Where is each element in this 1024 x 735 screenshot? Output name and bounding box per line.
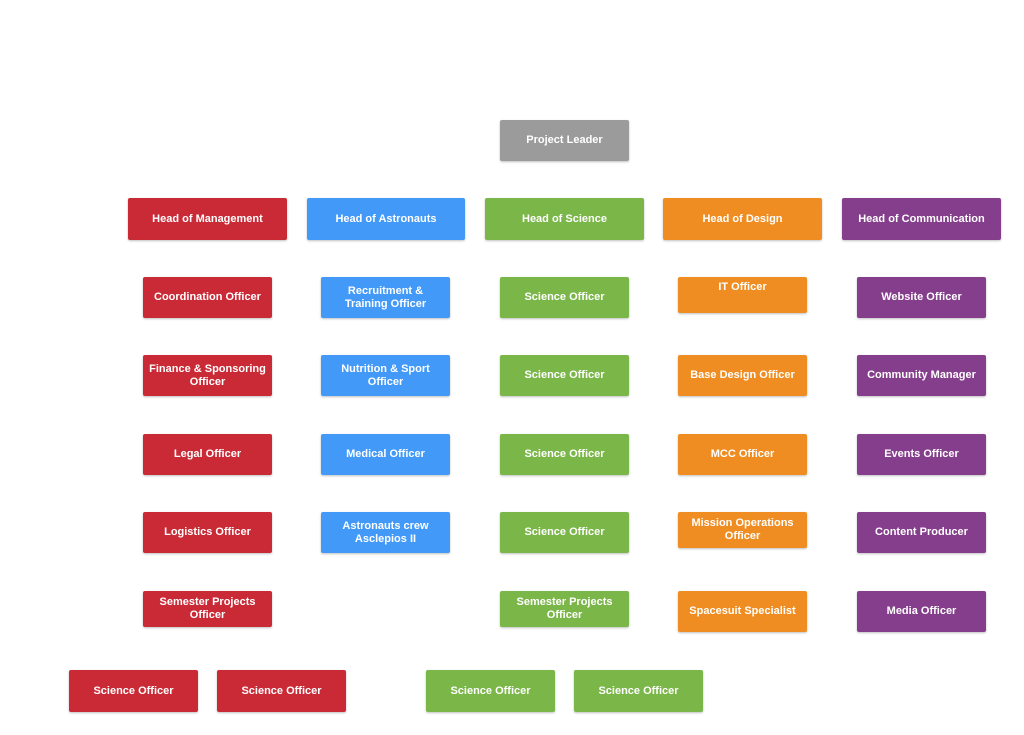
node-science-officer-3: Science Officer [500,434,629,475]
node-science-officer-1: Science Officer [500,277,629,318]
node-label: Events Officer [884,448,959,460]
node-science-officer-5: Science Officer [426,670,555,712]
node-head-of-management: Head of Management [128,198,287,240]
node-semester-projects-officer-management: Semester Projects Officer [143,591,272,627]
node-mcc-officer: MCC Officer [678,434,807,475]
node-label: Nutrition & Sport Officer [341,362,430,388]
node-label: Astronauts crew Asclepios II [342,519,429,545]
node-mission-operations-officer: Mission Operations Officer [678,512,807,548]
node-label: Mission Operations Officer [691,517,794,542]
node-medical-officer: Medical Officer [321,434,450,475]
node-label: Science Officer [524,526,605,538]
node-label: Content Producer [875,526,968,538]
node-science-officer-2: Science Officer [500,355,629,396]
node-science-officer-4: Science Officer [500,512,629,553]
node-label: Science Officer [524,448,605,460]
node-label: Head of Management [152,212,263,225]
node-head-of-communication: Head of Communication [842,198,1001,240]
node-legal-officer: Legal Officer [143,434,272,475]
node-label: Semester Projects Officer [516,596,613,621]
node-label: Science Officer [241,684,322,697]
node-head-of-astronauts: Head of Astronauts [307,198,465,240]
node-science-officer-management-2: Science Officer [217,670,346,712]
node-semester-projects-officer-science: Semester Projects Officer [500,591,629,627]
node-base-design-officer: Base Design Officer [678,355,807,396]
node-science-officer-6: Science Officer [574,670,703,712]
node-events-officer: Events Officer [857,434,986,475]
node-project-leader: Project Leader [500,120,629,161]
node-label: Project Leader [526,134,603,146]
node-logistics-officer: Logistics Officer [143,512,272,553]
node-community-manager: Community Manager [857,355,986,396]
node-label: Community Manager [867,369,976,381]
node-label: Recruitment & Training Officer [344,284,427,310]
node-label: Website Officer [881,291,962,303]
node-science-officer-management-1: Science Officer [69,670,198,712]
node-astronauts-crew: Astronauts crew Asclepios II [321,512,450,553]
node-label: Medical Officer [346,448,425,460]
node-head-of-design: Head of Design [663,198,822,240]
node-content-producer: Content Producer [857,512,986,553]
node-label: Media Officer [886,605,957,617]
node-head-of-science: Head of Science [485,198,644,240]
node-label: Semester Projects Officer [159,596,256,621]
node-media-officer: Media Officer [857,591,986,632]
node-label: Head of Science [522,212,607,225]
node-coordination-officer: Coordination Officer [143,277,272,318]
node-label: MCC Officer [710,448,775,460]
node-label: Science Officer [598,684,679,697]
node-label: Spacesuit Specialist [689,605,796,617]
node-it-officer: IT Officer [678,277,807,313]
node-nutrition-sport-officer: Nutrition & Sport Officer [321,355,450,396]
node-label: Head of Astronauts [335,212,437,225]
node-finance-sponsoring-officer: Finance & Sponsoring Officer [143,355,272,396]
node-label: Science Officer [524,291,605,303]
node-label: Coordination Officer [154,291,261,303]
node-label: Science Officer [450,684,531,697]
node-label: Base Design Officer [690,369,795,381]
node-label: Head of Design [702,212,783,225]
node-website-officer: Website Officer [857,277,986,318]
node-label: Logistics Officer [164,526,251,538]
node-spacesuit-specialist: Spacesuit Specialist [678,591,807,632]
node-label: Science Officer [524,369,605,381]
node-label: Head of Communication [858,212,985,225]
node-label: IT Officer [718,281,767,293]
node-recruitment-training-officer: Recruitment & Training Officer [321,277,450,318]
node-label: Finance & Sponsoring Officer [149,362,266,388]
node-label: Science Officer [93,684,174,697]
node-label: Legal Officer [173,448,242,460]
